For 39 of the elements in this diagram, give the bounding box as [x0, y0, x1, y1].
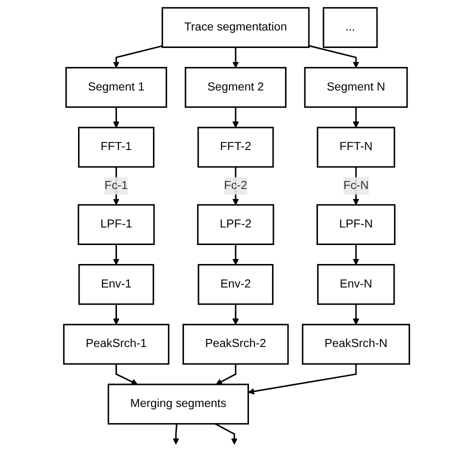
node-box: Segment N [304, 66, 408, 108]
node-box: FFT-1 [78, 126, 155, 168]
node-box: Segment 2 [185, 66, 287, 108]
edge-label: Fc-2 [224, 179, 248, 192]
arrow [309, 45, 360, 68]
arrow [113, 45, 163, 68]
arrow [113, 244, 120, 266]
node-box: PeakSrch-1 [64, 324, 170, 365]
node-box: LPF-1 [78, 204, 156, 246]
node-box: Trace segmentation [162, 7, 310, 48]
arrow [116, 364, 138, 385]
arrow [232, 166, 240, 206]
arrow [215, 423, 238, 445]
node-box: PeakSrch-N [302, 324, 410, 365]
node-box: Env-2 [198, 264, 274, 305]
node-box: ... [323, 7, 378, 48]
node-box: LPF-N [316, 204, 396, 246]
arrow [232, 47, 240, 68]
node-box: Segment 1 [66, 66, 168, 108]
arrow [353, 107, 360, 128]
node-box: FFT-2 [198, 126, 274, 168]
arrow [232, 244, 240, 266]
arrow [353, 304, 360, 325]
arrow [113, 107, 120, 128]
arrow [173, 424, 180, 445]
node-box: PeakSrch-2 [182, 324, 290, 365]
node-box: LPF-2 [198, 204, 275, 246]
edge-label: Fc-N [344, 179, 370, 192]
node-box: FFT-N [317, 126, 396, 168]
node-box: Env-N [318, 264, 396, 305]
arrow [353, 244, 360, 266]
edge-label: Fc-1 [104, 179, 128, 192]
arrow [248, 364, 358, 395]
arrow [232, 107, 240, 128]
node-box: Merging segments [108, 384, 250, 425]
arrow [216, 364, 237, 385]
arrow [113, 304, 120, 325]
node-box: Env-1 [78, 264, 155, 305]
arrow [232, 304, 240, 325]
